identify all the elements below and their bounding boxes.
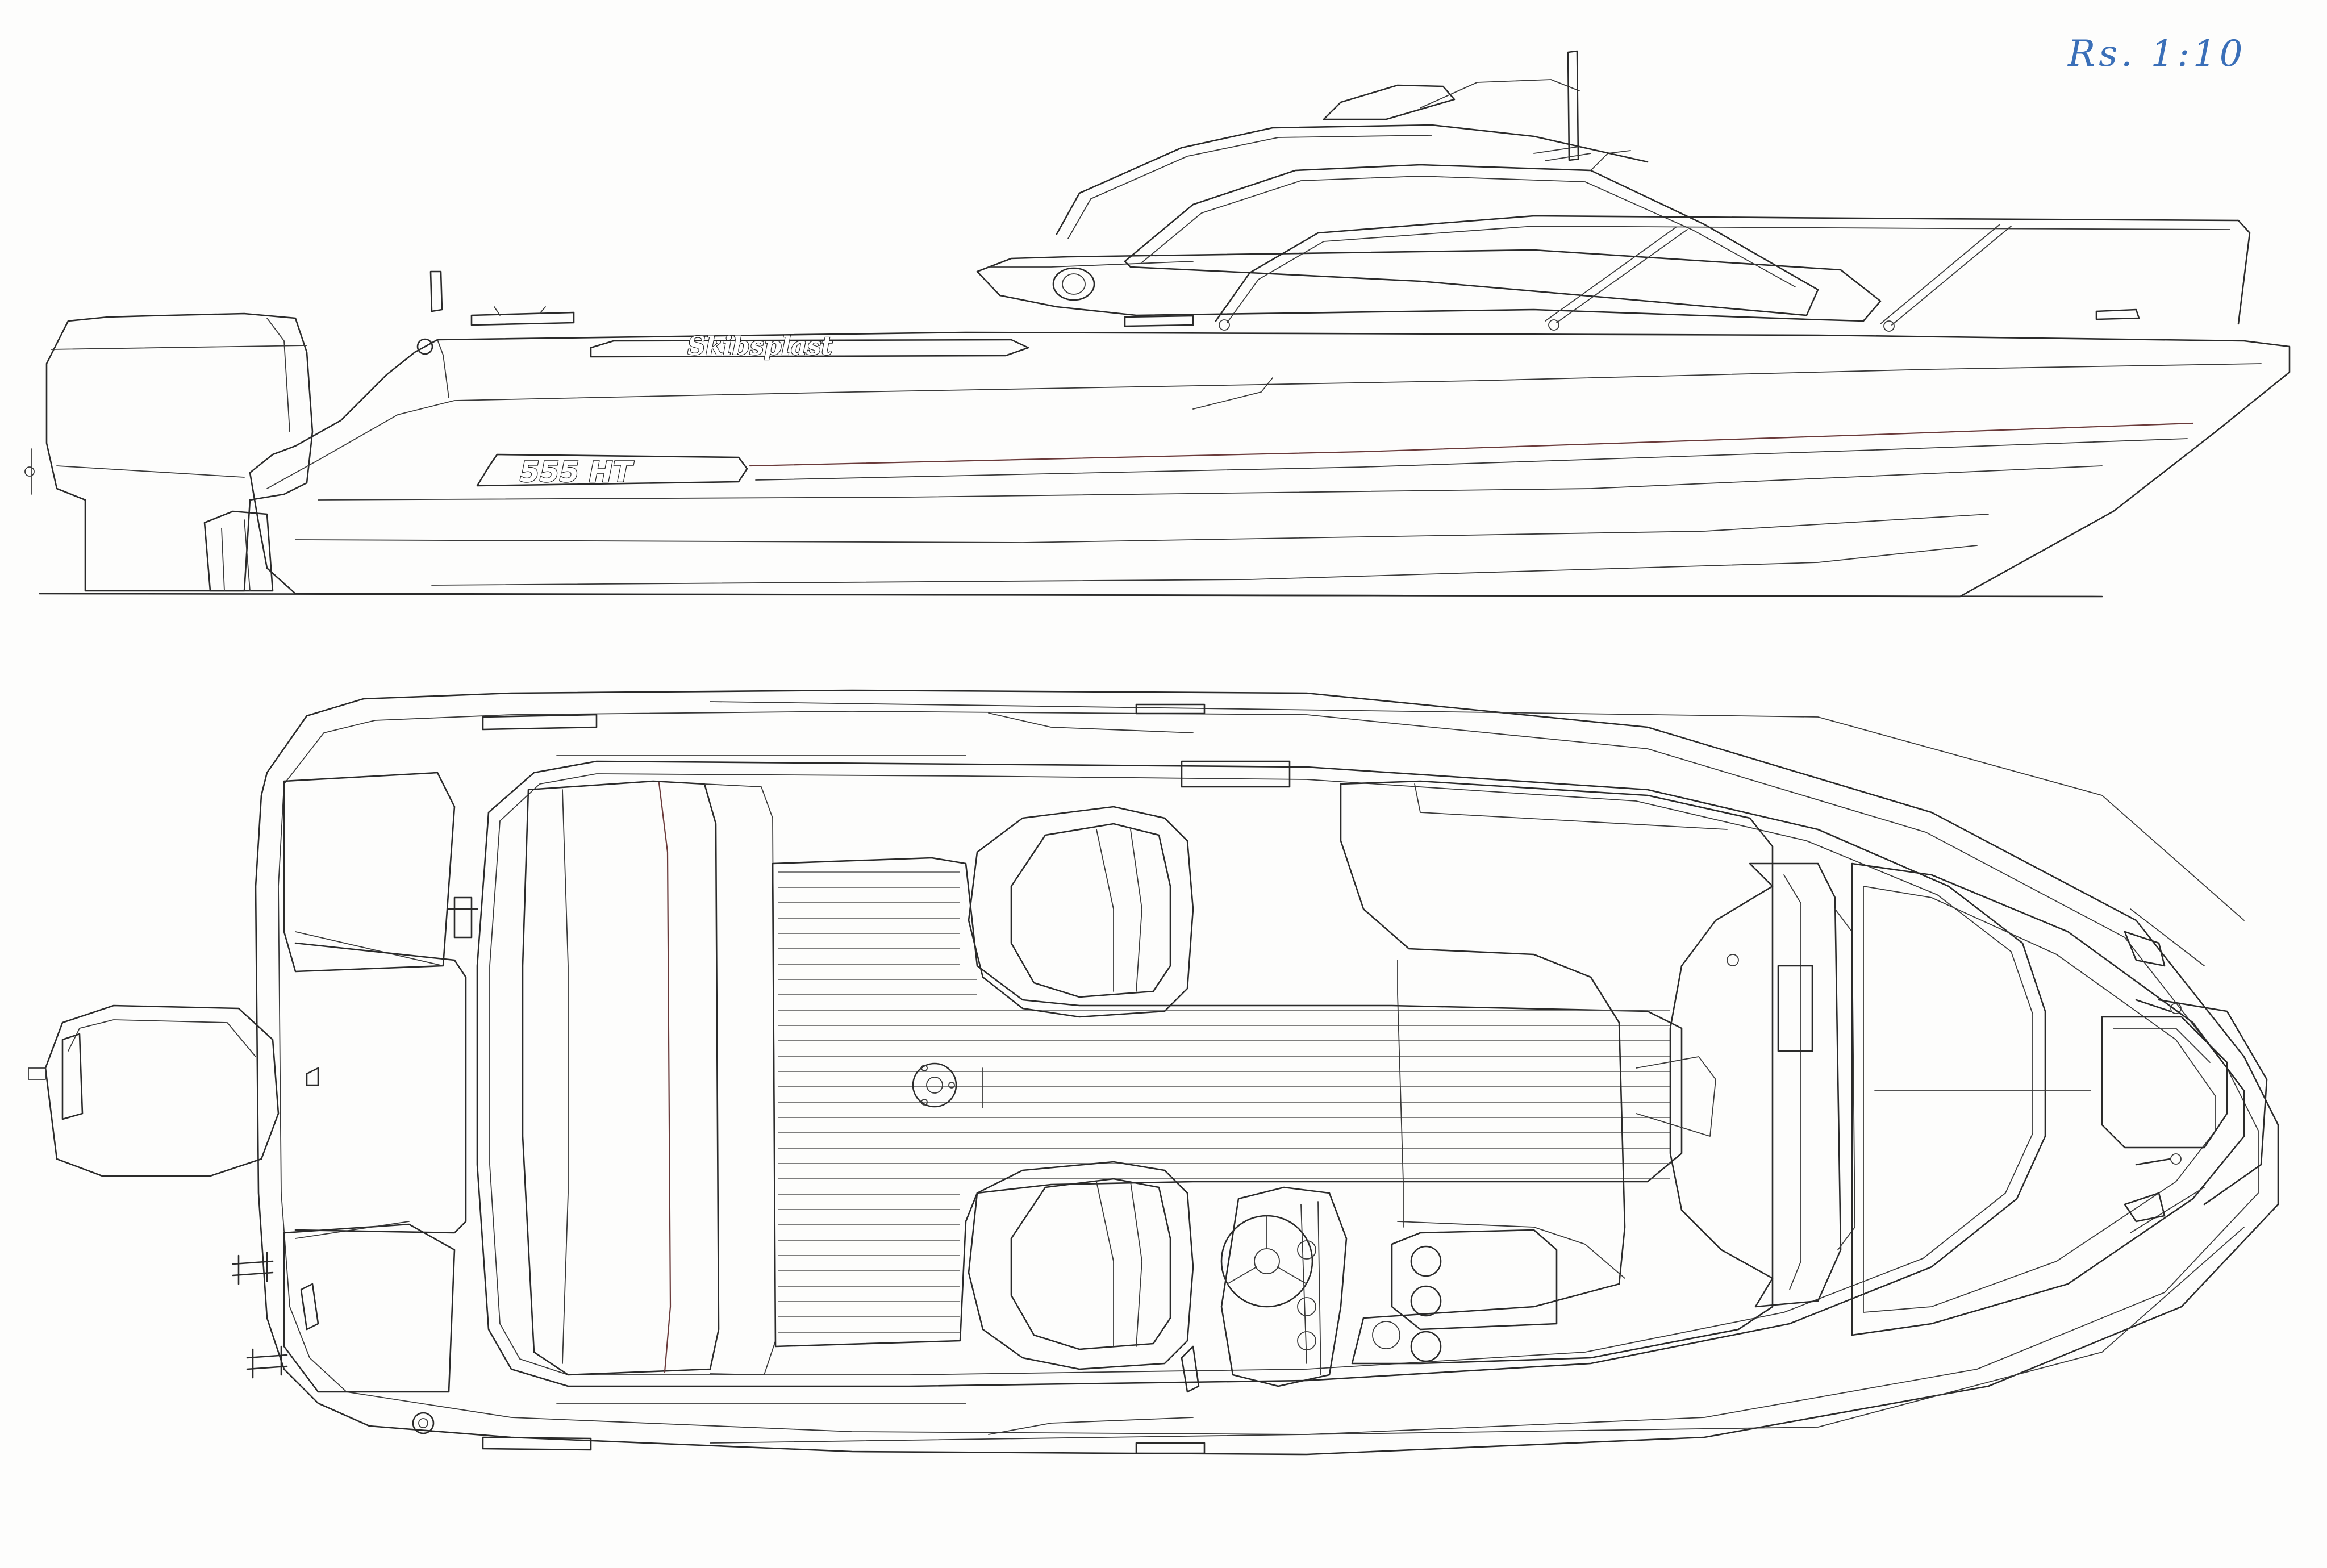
foredeck — [1851, 862, 2245, 1336]
helm-console — [1181, 1186, 1348, 1393]
model-decal: 555 HT — [476, 453, 748, 489]
stern-light — [429, 270, 443, 312]
transom-ladder-mount — [448, 896, 478, 939]
bow-cleat — [2095, 308, 2140, 320]
side-cleats — [482, 703, 1291, 1454]
scale-annotation: Rs. 1:10 — [2068, 33, 2246, 75]
transom-fitting — [416, 338, 433, 355]
side-view: 555 HT Skibsplast — [24, 50, 2291, 598]
transom-bracket — [203, 510, 274, 592]
brand-decal: Skibsplast — [590, 331, 1029, 361]
plan-outboard-motor — [28, 1004, 280, 1177]
outboard-motor — [24, 312, 314, 592]
transom-platform — [283, 772, 467, 1393]
driver-seat — [968, 1161, 1194, 1370]
passenger-seat — [968, 806, 1194, 1018]
floor-drain — [912, 1062, 983, 1108]
model-decal-text: 555 HT — [520, 456, 635, 489]
side-rails — [556, 712, 2205, 1435]
plan-hull-outline — [255, 689, 2279, 1456]
stern-handles — [232, 1252, 288, 1379]
aft-bench-seat — [522, 780, 776, 1376]
cockpit-rim — [476, 760, 2046, 1387]
hull — [249, 331, 2291, 598]
aft-cleat — [470, 306, 575, 326]
mid-cleat — [1124, 315, 1194, 327]
bow-lounge — [1340, 780, 1774, 1365]
bow-rail — [1215, 215, 2251, 332]
stern-fitting — [412, 1412, 435, 1434]
cabin-bulkhead — [1727, 862, 1855, 1308]
bow-pulpit — [2135, 999, 2268, 1206]
brand-decal-text: Skibsplast — [687, 332, 833, 361]
anchor-locker — [2101, 1016, 2228, 1149]
